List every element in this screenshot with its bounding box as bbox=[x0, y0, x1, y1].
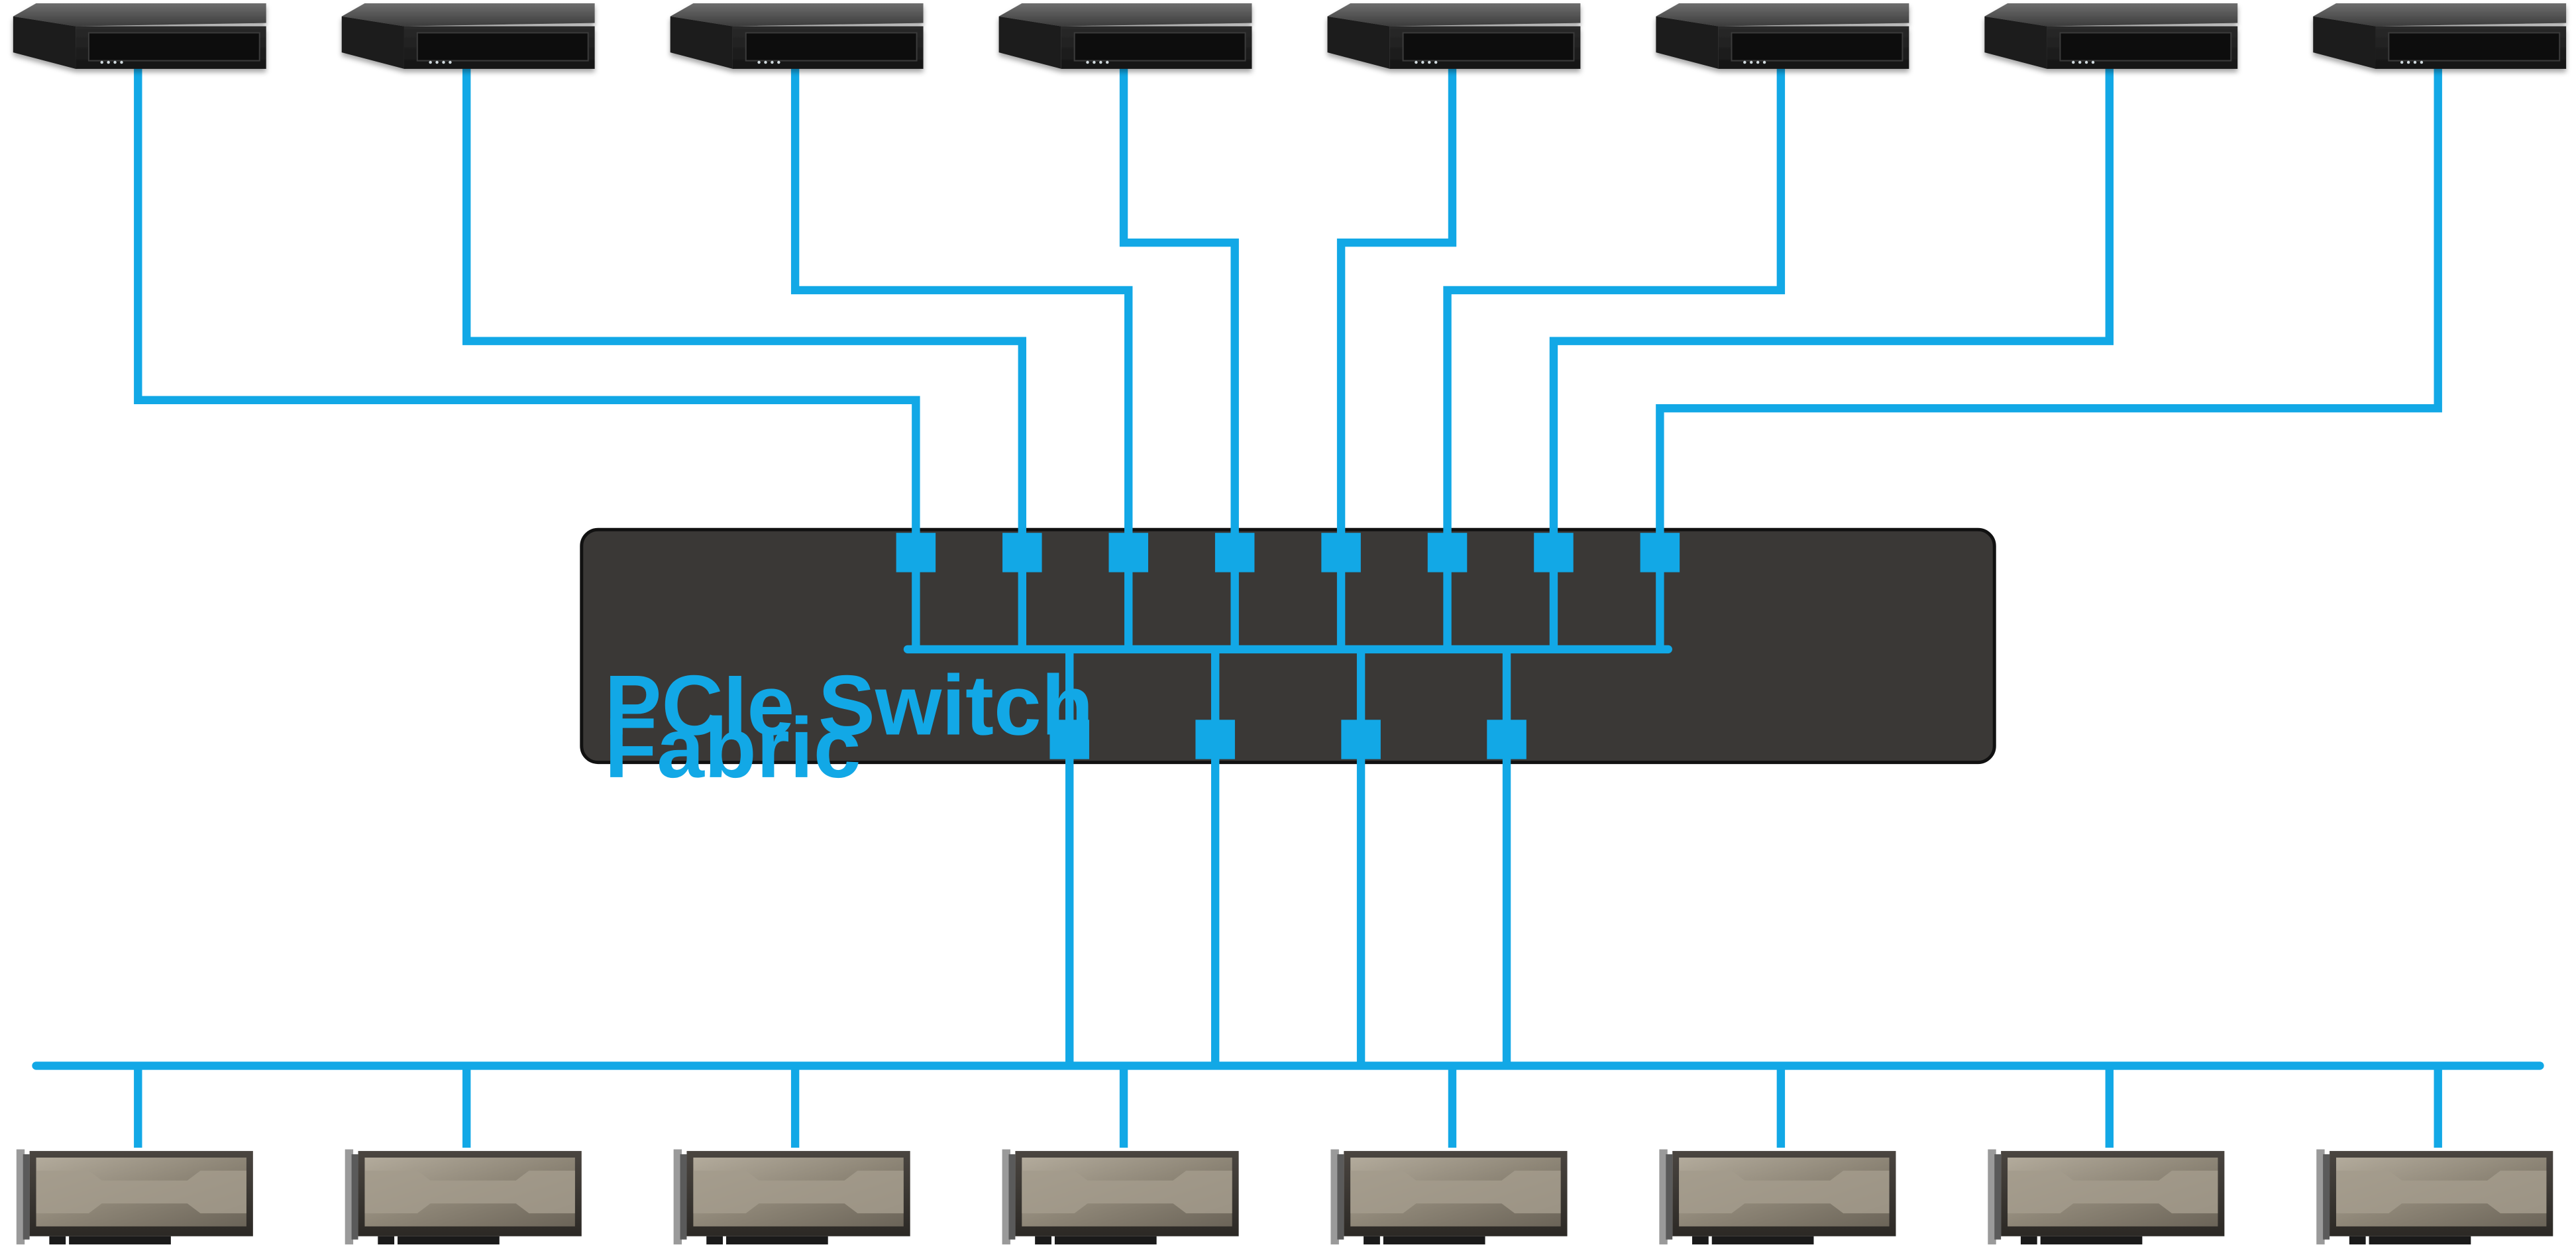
gpu-card-icon bbox=[1330, 1149, 1568, 1245]
upstream-port-8 bbox=[1640, 533, 1680, 572]
upstream-port-4 bbox=[1214, 533, 1255, 572]
gpu-card-icon bbox=[673, 1149, 910, 1245]
upstream-port-3 bbox=[1108, 533, 1148, 572]
rack-server-icon bbox=[2313, 3, 2567, 69]
upstream-port-5 bbox=[1321, 533, 1361, 572]
link-server-8 bbox=[1656, 65, 2442, 553]
gpu-card-icon bbox=[1002, 1149, 1239, 1245]
upstream-port-6 bbox=[1427, 533, 1468, 572]
link-server-5 bbox=[1336, 65, 1457, 553]
link-server-6 bbox=[1443, 65, 1786, 553]
gpu-card-icon bbox=[1659, 1149, 1896, 1245]
downstream-port-4 bbox=[1487, 720, 1527, 759]
gpu-card-icon bbox=[345, 1149, 582, 1245]
upstream-port-7 bbox=[1534, 533, 1574, 572]
link-server-7 bbox=[1549, 65, 2114, 553]
rack-server-icon bbox=[1656, 3, 1909, 69]
upstream-port-1 bbox=[896, 533, 936, 572]
gpu-card-icon bbox=[1988, 1149, 2225, 1245]
rack-server-icon bbox=[1327, 3, 1581, 69]
rack-server-icon bbox=[998, 3, 1252, 69]
rack-server-icon bbox=[670, 3, 924, 69]
link-server-2 bbox=[462, 65, 1027, 553]
fabric-label-line-2: Fabric bbox=[604, 700, 861, 796]
switch-ports bbox=[896, 533, 1680, 759]
server-row bbox=[13, 3, 2567, 69]
downstream-port-2 bbox=[1195, 720, 1235, 759]
rack-server-icon bbox=[13, 3, 266, 69]
downstream-port-3 bbox=[1341, 720, 1381, 759]
fabric-label: PCIe Switch Fabric bbox=[604, 658, 1117, 796]
rack-server-icon bbox=[341, 3, 595, 69]
link-server-1 bbox=[134, 65, 920, 553]
gpu-row bbox=[16, 1149, 2553, 1245]
link-server-4 bbox=[1119, 65, 1239, 553]
fabric-label-line-1: PCIe Switch bbox=[604, 658, 1093, 753]
gpu-card-icon bbox=[2316, 1149, 2553, 1245]
rack-server-icon bbox=[1984, 3, 2238, 69]
gpu-card-icon bbox=[16, 1149, 253, 1245]
upstream-port-2 bbox=[1002, 533, 1042, 572]
downstream-port-1 bbox=[1049, 720, 1089, 759]
link-server-3 bbox=[790, 65, 1133, 553]
